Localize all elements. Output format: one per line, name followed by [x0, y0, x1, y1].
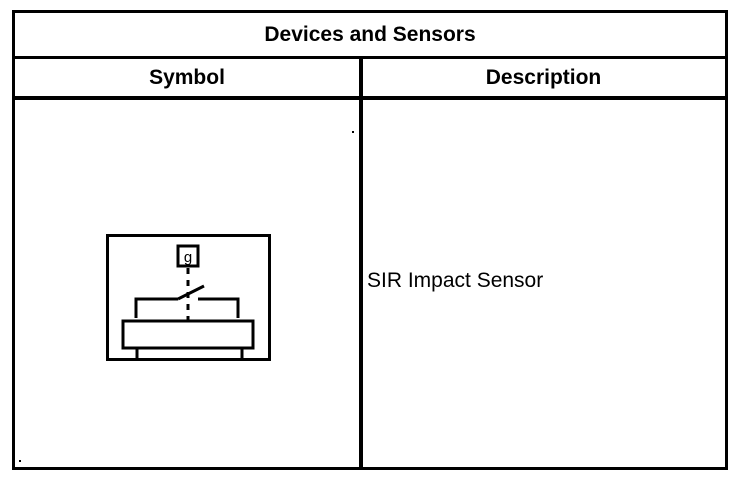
table-title: Devices and Sensors	[15, 13, 725, 59]
column-header-description: Description	[485, 65, 602, 89]
g-label: g	[184, 249, 192, 266]
impact-sensor-switch-icon: g	[106, 234, 272, 367]
table-header-row: Symbol Description	[15, 59, 725, 100]
stray-dot	[19, 460, 21, 462]
column-divider	[359, 56, 363, 467]
column-header-symbol: Symbol	[149, 65, 225, 89]
stray-dot	[352, 131, 354, 133]
description-cell-text: SIR Impact Sensor	[367, 269, 544, 292]
devices-and-sensors-table: Devices and Sensors Symbol Description g…	[12, 10, 728, 470]
